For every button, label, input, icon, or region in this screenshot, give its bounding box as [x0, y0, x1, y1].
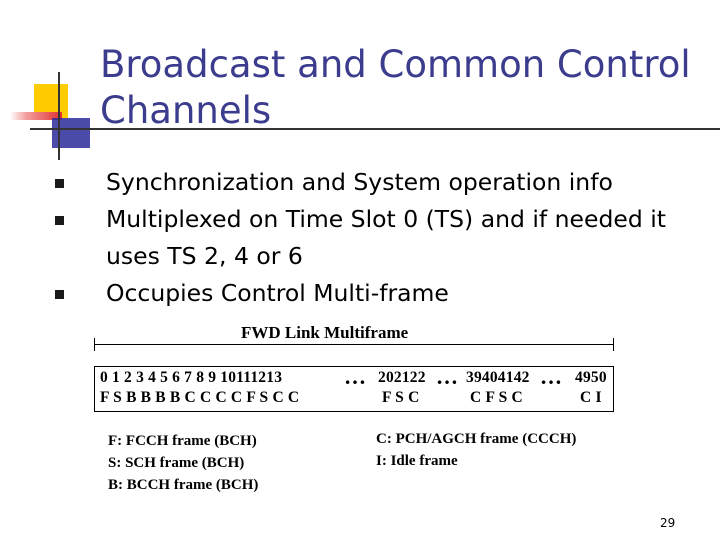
- legend-item: F: FCCH frame (BCH): [108, 430, 258, 452]
- bullet-list: Synchronization and System operation inf…: [0, 164, 696, 312]
- bullet-text: Occupies Control Multi-frame: [106, 279, 449, 307]
- span-start-tick: [94, 338, 95, 351]
- multiframe-title: FWD Link Multiframe: [241, 323, 408, 343]
- bullet-square-icon: [55, 216, 64, 225]
- bullet-square-icon: [55, 290, 64, 299]
- bullet-text: Synchronization and System operation inf…: [106, 168, 613, 196]
- frame-types-group-3: C F S C: [470, 389, 523, 407]
- ellipsis-2: …: [436, 364, 457, 390]
- legend-item: S: SCH frame (BCH): [108, 452, 258, 474]
- frame-numbers-group-3: 39404142: [466, 369, 530, 387]
- multiframe-span-line: [94, 344, 614, 345]
- ellipsis-1: …: [344, 364, 365, 390]
- legend-item: I: Idle frame: [376, 450, 576, 472]
- slide-title: Broadcast and Common Control Channels: [100, 42, 700, 134]
- span-end-tick: [613, 338, 614, 351]
- decorative-vertical-line: [58, 72, 60, 160]
- legend-right: C: PCH/AGCH frame (CCCH) I: Idle frame: [376, 428, 576, 472]
- frame-numbers-group-4: 4950: [575, 369, 607, 387]
- bullet-square-icon: [55, 179, 64, 188]
- frame-numbers-group-1: 0 1 2 3 4 5 6 7 8 9 10111213: [100, 369, 282, 387]
- bullet-text: Multiplexed on Time Slot 0 (TS) and if n…: [106, 205, 666, 270]
- page-number: 29: [660, 516, 675, 530]
- bullet-item: Multiplexed on Time Slot 0 (TS) and if n…: [0, 201, 696, 275]
- frame-numbers-group-2: 202122: [378, 369, 426, 387]
- frame-types-group-4: C I: [580, 389, 602, 407]
- legend-left: F: FCCH frame (BCH) S: SCH frame (BCH) B…: [108, 430, 258, 496]
- frame-types-group-1: F S B B B B C C C C F S C C: [100, 389, 299, 407]
- bullet-item: Occupies Control Multi-frame: [0, 275, 696, 312]
- frame-types-group-2: F S C: [382, 389, 419, 407]
- ellipsis-3: …: [540, 364, 561, 390]
- legend-item: C: PCH/AGCH frame (CCCH): [376, 428, 576, 450]
- bullet-item: Synchronization and System operation inf…: [0, 164, 696, 201]
- legend-item: B: BCCH frame (BCH): [108, 474, 258, 496]
